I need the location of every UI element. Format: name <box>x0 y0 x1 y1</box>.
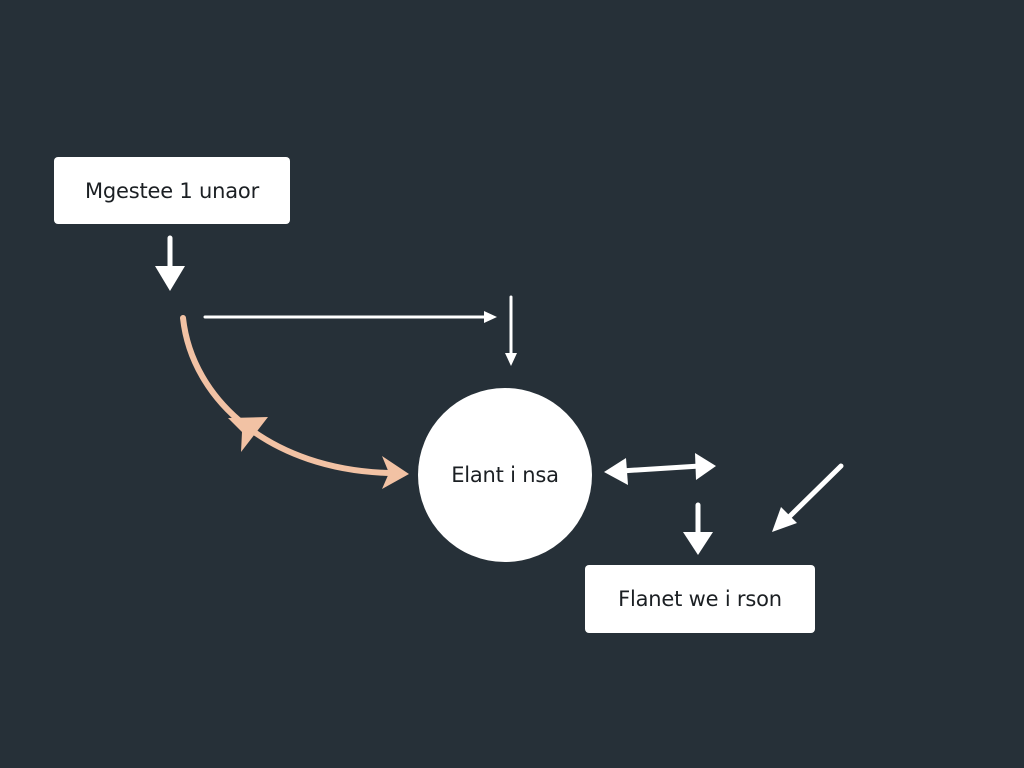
node-top-box: Mgestee 1 unaor <box>54 157 290 224</box>
arrow-diagonal <box>772 463 844 532</box>
arrow-down-from-top-box <box>155 235 185 291</box>
arrow-curved-accent <box>180 315 409 489</box>
arrow-down-to-bottom-box <box>683 502 713 555</box>
node-center-circle: Elant i nsa <box>418 388 592 562</box>
arrow-down-into-circle <box>505 295 517 366</box>
node-bottom-box: Flanet we i rson <box>585 565 815 633</box>
arrow-horizontal-right <box>203 311 497 323</box>
arrow-bidirectional <box>604 453 716 485</box>
